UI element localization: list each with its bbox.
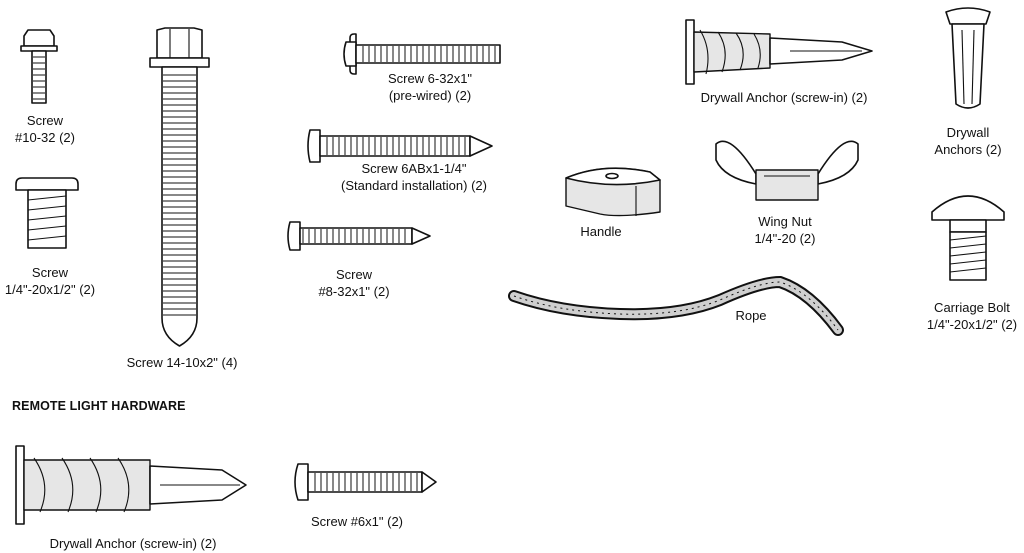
- label-drywall-anchors: Drywall Anchors (2): [934, 124, 1001, 158]
- label-line: Screw 14-10x2" (4): [126, 355, 238, 370]
- handle-drawing: [565, 167, 661, 217]
- label-screw-6-32x1: Screw 6-32x1" (pre-wired) (2): [388, 70, 472, 104]
- label-line: Handle: [580, 224, 622, 239]
- label-screw-6x1: Screw #6x1" (2): [311, 513, 403, 530]
- screw-6abx1-drawing: [307, 129, 493, 163]
- drywall-anchor-top-drawing: [685, 19, 873, 85]
- label-carriage-bolt: Carriage Bolt 1/4"-20x1/2" (2): [927, 299, 1017, 333]
- label-line: (pre-wired) (2): [388, 88, 472, 103]
- screw-8-32x1-drawing: [287, 221, 431, 251]
- screw-6x1-drawing: [294, 463, 437, 501]
- label-rope: Rope: [735, 307, 766, 324]
- label-line: Screw: [335, 267, 373, 282]
- label-line: #8-32x1" (2): [318, 284, 390, 299]
- label-screw-10-32: Screw #10-32 (2): [15, 112, 75, 146]
- label-line: 1/4"-20 (2): [754, 231, 816, 246]
- label-line: (Standard installation) (2): [341, 178, 487, 193]
- label-line: Rope: [735, 308, 767, 323]
- label-screw-14-10x2: Screw 14-10x2" (4): [127, 354, 238, 371]
- screw-quarter-20-drawing: [15, 177, 79, 249]
- label-line: Screw: [31, 265, 69, 280]
- label-handle: Handle: [580, 223, 621, 240]
- label-screw-8-32x1: Screw #8-32x1" (2): [318, 266, 389, 300]
- label-drywall-anchor-bottom: Drywall Anchor (screw-in) (2): [50, 535, 217, 552]
- drywall-anchors-drawing: [945, 7, 991, 109]
- label-screw-6abx1: Screw 6ABx1-1/4" (Standard installation)…: [341, 160, 487, 194]
- wing-nut-drawing: [715, 140, 859, 201]
- screw-6-32x1-drawing: [343, 33, 501, 75]
- section-heading: REMOTE LIGHT HARDWARE: [12, 399, 186, 413]
- label-line: Drywall: [946, 125, 990, 140]
- screw-14-10x2-drawing: [149, 27, 210, 347]
- label-line: Anchors (2): [934, 142, 1002, 157]
- label-drywall-anchor-top: Drywall Anchor (screw-in) (2): [701, 89, 868, 106]
- label-line: Carriage Bolt: [934, 300, 1010, 315]
- label-line: 1/4"-20x1/2" (2): [926, 317, 1018, 332]
- label-line: Screw 6-32x1": [387, 71, 473, 86]
- drywall-anchor-bottom-drawing: [15, 445, 247, 525]
- label-line: Screw 6ABx1-1/4": [361, 161, 467, 176]
- label-line: #10-32 (2): [15, 130, 75, 145]
- label-line: Screw: [26, 113, 64, 128]
- label-line: Drywall Anchor (screw-in) (2): [700, 90, 868, 105]
- rope-drawing: [508, 275, 844, 336]
- label-line: Wing Nut: [758, 214, 812, 229]
- label-line: Drywall Anchor (screw-in) (2): [49, 536, 217, 551]
- label-wing-nut: Wing Nut 1/4"-20 (2): [755, 213, 816, 247]
- label-screw-quarter-20: Screw 1/4"-20x1/2" (2): [5, 264, 95, 298]
- carriage-bolt-drawing: [931, 195, 1005, 281]
- label-line: 1/4"-20x1/2" (2): [4, 282, 96, 297]
- label-line: Screw #6x1" (2): [310, 514, 404, 529]
- screw-10-32-drawing: [20, 29, 58, 104]
